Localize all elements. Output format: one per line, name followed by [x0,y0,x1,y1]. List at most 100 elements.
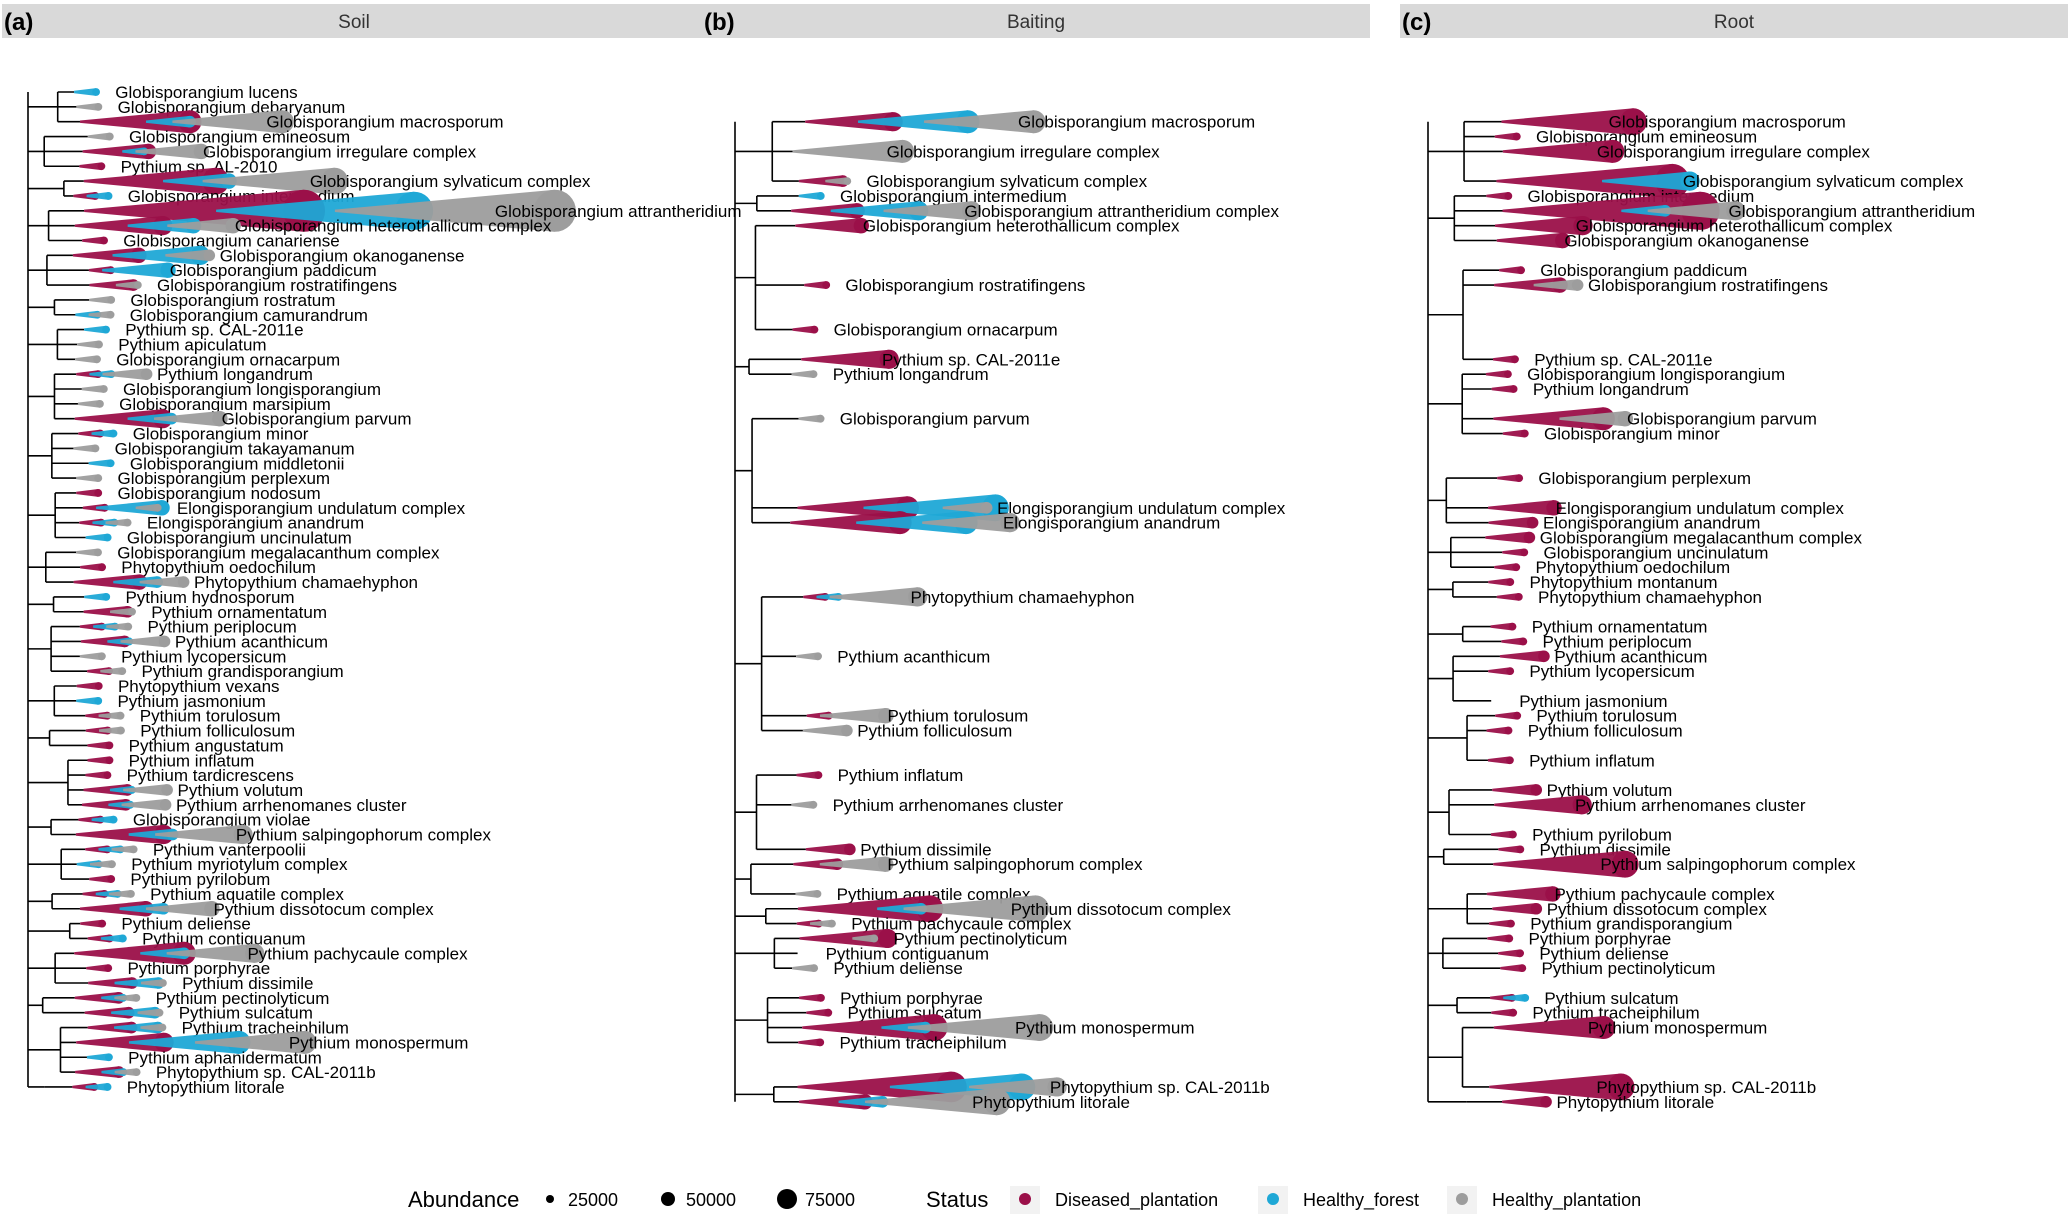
abundance-wedge-d [76,489,99,497]
abundance-wedge-p [79,652,102,661]
tip-label: Phytopythium litorale [1556,1093,1714,1112]
abundance-point-p [1026,1014,1054,1041]
strip-baiting [702,4,1370,38]
strip-label: Soil [338,12,370,33]
abundance-point-d [105,756,114,765]
abundance-wedge-h [127,217,194,234]
tip-label: Globisporangium emineosum [1536,128,1757,147]
abundance-legend-key [777,1189,797,1209]
tip-label: Pythium tardicrescens [127,766,294,785]
abundance-wedge-h [119,902,164,915]
abundance-legend-title: Abundance [408,1187,519,1212]
abundance-wedge-d [1485,370,1508,379]
abundance-point-d [1520,429,1529,438]
abundance-wedge-p [796,652,819,661]
abundance-point-d [1572,795,1592,815]
abundance-wedge-d [1496,163,1673,199]
abundance-wedge-d [78,429,101,438]
abundance-wedge-d [74,992,119,1004]
abundance-wedge-p [111,845,134,854]
abundance-point-d [1515,474,1524,482]
tip-label: Pythium volutum [1547,781,1673,800]
tip-label: Globisporangium uncinulatum [1543,543,1768,562]
abundance-point-p [1022,110,1046,134]
tip-label: Globisporangium ornacarpum [834,321,1058,340]
tip-label: Phytopythium montanum [1530,573,1718,592]
tip-label: Elongisporangium anandrum [1003,514,1220,533]
abundance-wedge-h [88,459,111,468]
abundance-wedge-h [95,890,118,898]
tip-label: Pythium porphyrae [840,989,983,1008]
abundance-wedge-d [798,175,843,187]
abundance-point-h [109,429,118,438]
tip-label: Pythium periplocum [147,618,296,637]
abundance-point-d [1509,385,1518,393]
abundance-wedge-h [91,815,114,824]
abundance-point-d [1526,516,1539,529]
abundance-point-d [1523,531,1536,544]
abundance-point-p [153,503,162,512]
abundance-point-d [1516,845,1525,854]
abundance-point-h [103,1083,112,1091]
abundance-wedge-d [1488,500,1555,516]
abundance-wedge-d [89,279,134,291]
abundance-point-d [105,741,114,750]
abundance-wedge-h [857,110,968,134]
abundance-wedge-p [792,139,903,163]
abundance-point-d [1511,355,1519,364]
abundance-point-p [843,177,852,186]
abundance-wedge-p [795,890,818,898]
abundance-wedge-p [120,635,165,648]
abundance-wedge-d [86,964,109,973]
tip-label: Globisporangium longisporangium [1527,365,1785,384]
abundance-wedge-d [83,167,216,195]
abundance-wedge-d [796,771,819,779]
abundance-point-d [1538,650,1550,663]
abundance-wedge-d [1502,139,1613,163]
abundance-point-d [1517,266,1525,275]
abundance-wedge-d [1487,756,1510,765]
tip-label: Globisporangium emineosum [129,128,350,147]
abundance-point-p [1022,895,1049,923]
abundance-wedge-p [89,296,112,304]
abundance-wedge-p [791,800,814,809]
abundance-wedge-d [84,1006,129,1019]
tip-label: Pythium sp. CAL-2011e [882,350,1060,369]
tip-label: Pythium pectinolyticum [894,929,1068,948]
abundance-wedge-p [922,513,1011,533]
abundance-wedge-p [1647,201,1736,221]
abundance-legend-label: 50000 [686,1190,736,1210]
abundance-wedge-d [1492,902,1537,915]
abundance-point-p [828,919,836,928]
abundance-wedge-d [797,1071,952,1103]
abundance-point-d [1506,756,1514,765]
abundance-point-p [841,724,853,737]
abundance-wedge-d [82,890,105,898]
tip-label: Phytopythium oedochilum [1535,558,1730,577]
abundance-wedge-d [1501,108,1634,136]
tip-label: Elongisporangium undulatum complex [1556,499,1845,518]
abundance-wedge-p [825,177,848,185]
abundance-wedge-p [334,189,555,232]
abundance-wedge-p [155,824,244,845]
abundance-wedge-d [75,1066,120,1078]
abundance-point-h [1680,171,1700,191]
abundance-wedge-p [942,502,987,514]
abundance-point-h [94,696,103,705]
abundance-wedge-d [1486,886,1553,902]
abundance-point-p [127,890,135,898]
strip-label: Baiting [1007,12,1065,33]
tip-label: Globisporangium intermedium [840,187,1067,206]
tip-label: Globisporangium parvum [840,410,1030,429]
abundance-point-d [1506,667,1515,676]
abundance-wedge-d [790,511,901,535]
abundance-point-p [809,800,818,809]
tip-label: Pythium deliense [833,959,962,978]
abundance-wedge-p [100,667,123,676]
abundance-wedge-h [216,191,415,230]
abundance-wedge-d [74,409,163,429]
abundance-wedge-p [102,368,147,380]
abundance-point-p [813,890,822,898]
